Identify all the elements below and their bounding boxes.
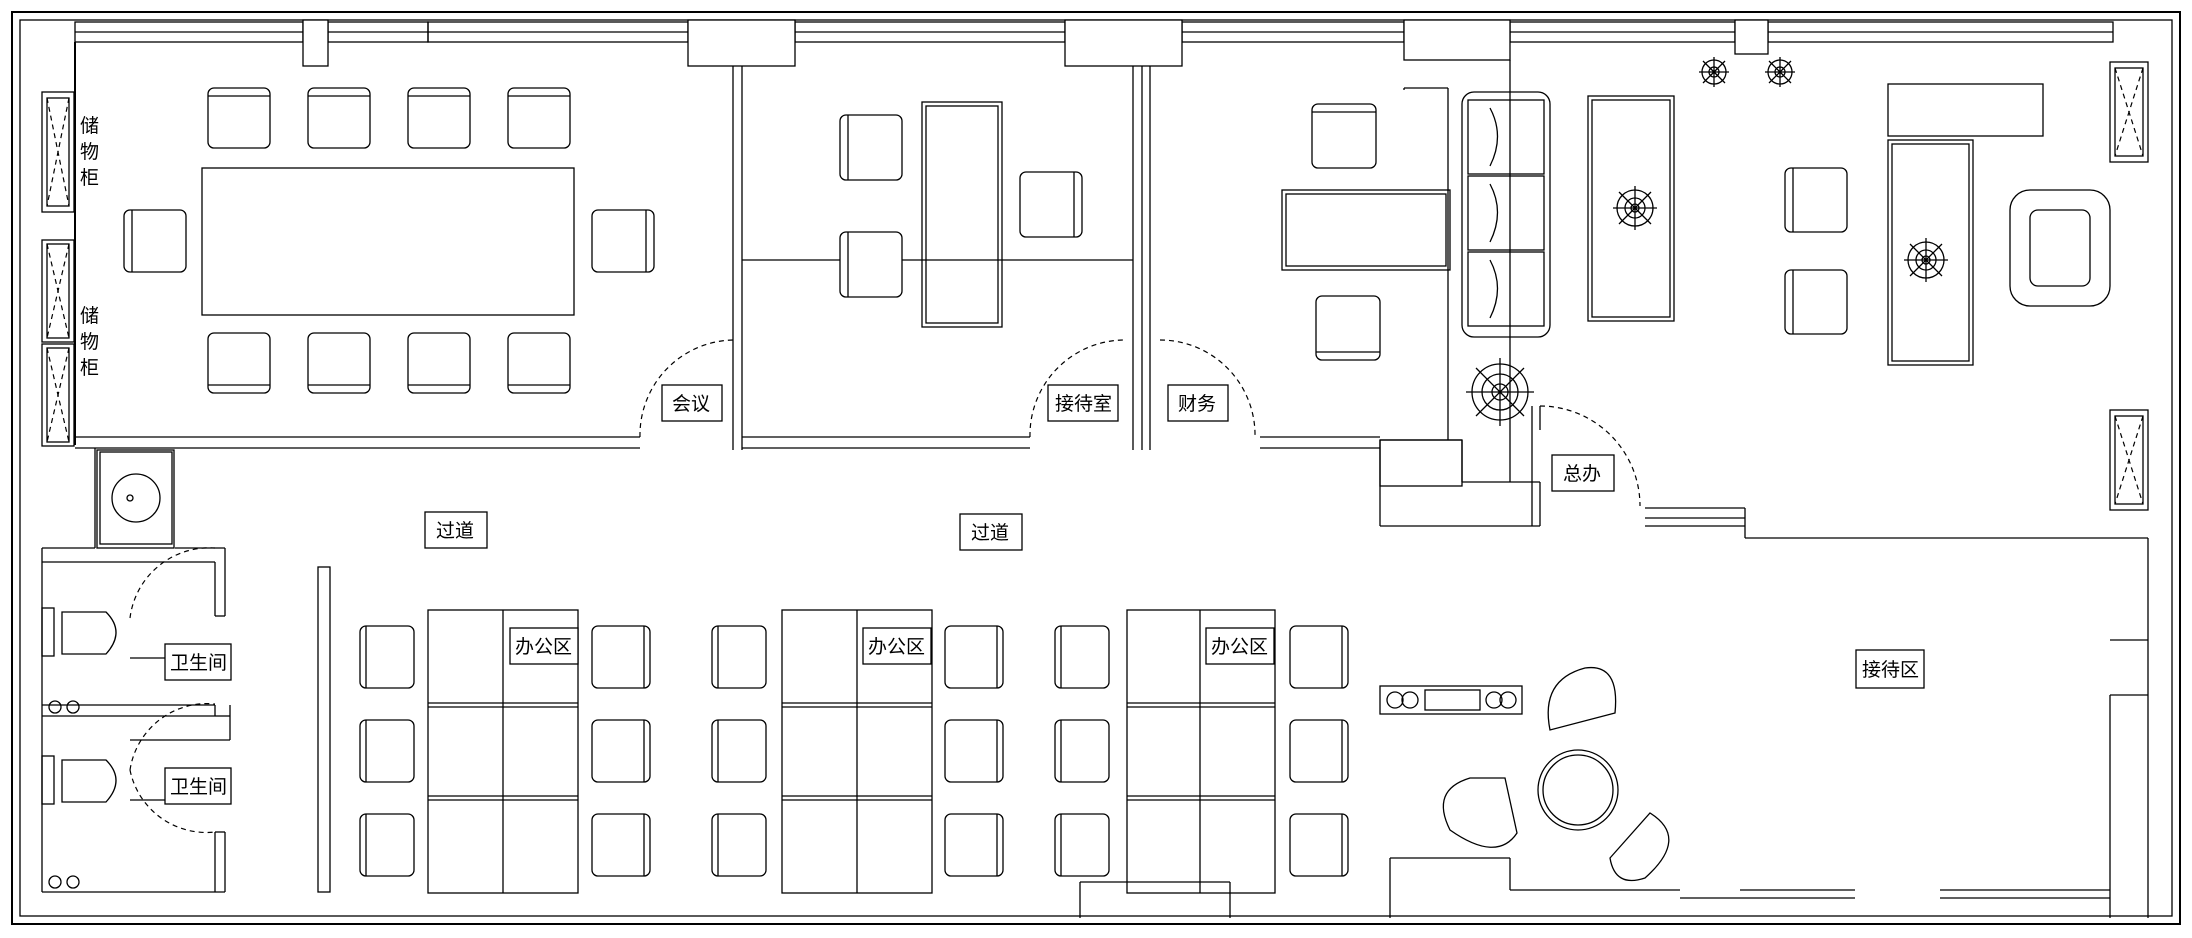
sofa: [1461, 91, 1551, 338]
room-labels: 会议 接待室 财务 总办 过道 过道 办公区 办公区 办公区 接待区 卫生间 卫…: [164, 384, 1925, 805]
finance-room-furniture: [1281, 103, 1463, 487]
label-office-area-1: 办公区: [515, 636, 572, 658]
label-restroom-top: 卫生间: [170, 652, 227, 674]
armchair: [2009, 189, 2111, 307]
reception-room-furniture: [839, 101, 1083, 328]
cabinet-top-char-3: 柜: [80, 167, 99, 189]
label-corridor-center: 过道: [971, 522, 1009, 544]
general-office-furniture: [1461, 61, 2149, 511]
label-finance: 财务: [1178, 393, 1216, 415]
label-reception-room: 接待室: [1055, 393, 1112, 415]
cabinet-bottom-char-3: 柜: [80, 357, 99, 379]
restroom-fixtures: [41, 451, 173, 889]
meeting-room-furniture: [123, 87, 655, 394]
lounge-furniture: [1379, 666, 1670, 882]
office-workstations: [359, 609, 1349, 894]
label-office-area-2: 办公区: [868, 636, 925, 658]
cabinet-bottom-char-2: 物: [80, 331, 99, 353]
label-office-area-3: 办公区: [1211, 636, 1268, 658]
label-general-office: 总办: [1563, 463, 1601, 485]
label-reception-area: 接待区: [1862, 659, 1919, 681]
label-restroom-bottom: 卫生间: [170, 776, 227, 798]
cabinet-bottom-char-1: 储: [80, 305, 99, 327]
interior-walls: [41, 42, 2149, 918]
outer-walls: [11, 11, 2181, 925]
storage-cabinets: 储 物 柜 储 物 柜: [41, 91, 99, 447]
label-meeting: 会议: [672, 393, 710, 415]
conference-table: [201, 167, 575, 316]
executive-desk: [1887, 139, 1974, 366]
plants: [1466, 57, 1948, 426]
cabinet-top-char-2: 物: [80, 141, 99, 163]
cabinet-top-char-1: 储: [80, 115, 99, 137]
label-corridor-left: 过道: [436, 520, 474, 542]
doors: [129, 339, 1641, 834]
coffee-table: [1587, 95, 1675, 322]
top-windows: [74, 19, 2114, 67]
round-table: [1537, 749, 1619, 831]
